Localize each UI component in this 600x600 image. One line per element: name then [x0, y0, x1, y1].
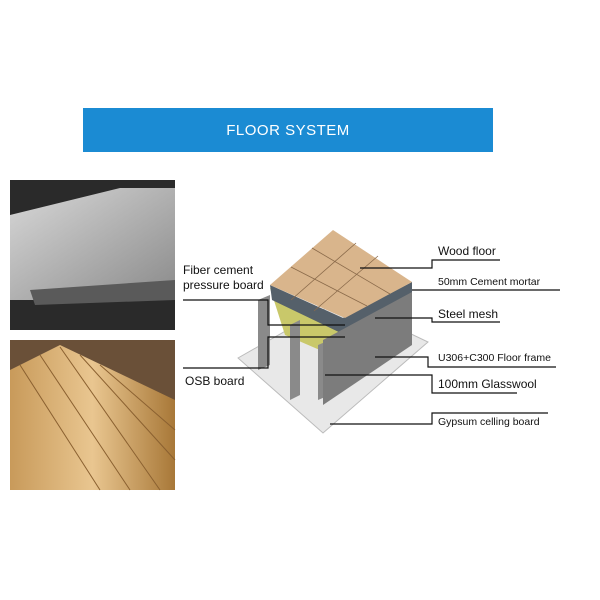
- label-osb: OSB board: [185, 374, 244, 388]
- label-steel-mesh: Steel mesh: [438, 307, 498, 321]
- fiber-cement-photo: [10, 180, 175, 330]
- osb-photo: [10, 340, 176, 491]
- label-gypsum: Gypsum celling board: [438, 416, 540, 428]
- floor-layers: [237, 230, 429, 434]
- title-banner: FLOOR SYSTEM: [83, 108, 493, 152]
- label-cement-mortar: 50mm Cement mortar: [438, 276, 541, 288]
- label-wood-floor: Wood floor: [438, 244, 496, 258]
- title: FLOOR SYSTEM: [226, 121, 350, 139]
- label-glasswool: 100mm Glasswool: [438, 377, 537, 391]
- leader-lines: [183, 259, 560, 425]
- label-fiber-cement-1: Fiber cement: [183, 263, 254, 277]
- label-floor-frame: U306+C300 Floor frame: [438, 352, 551, 364]
- label-fiber-cement-2: pressure board: [183, 278, 264, 292]
